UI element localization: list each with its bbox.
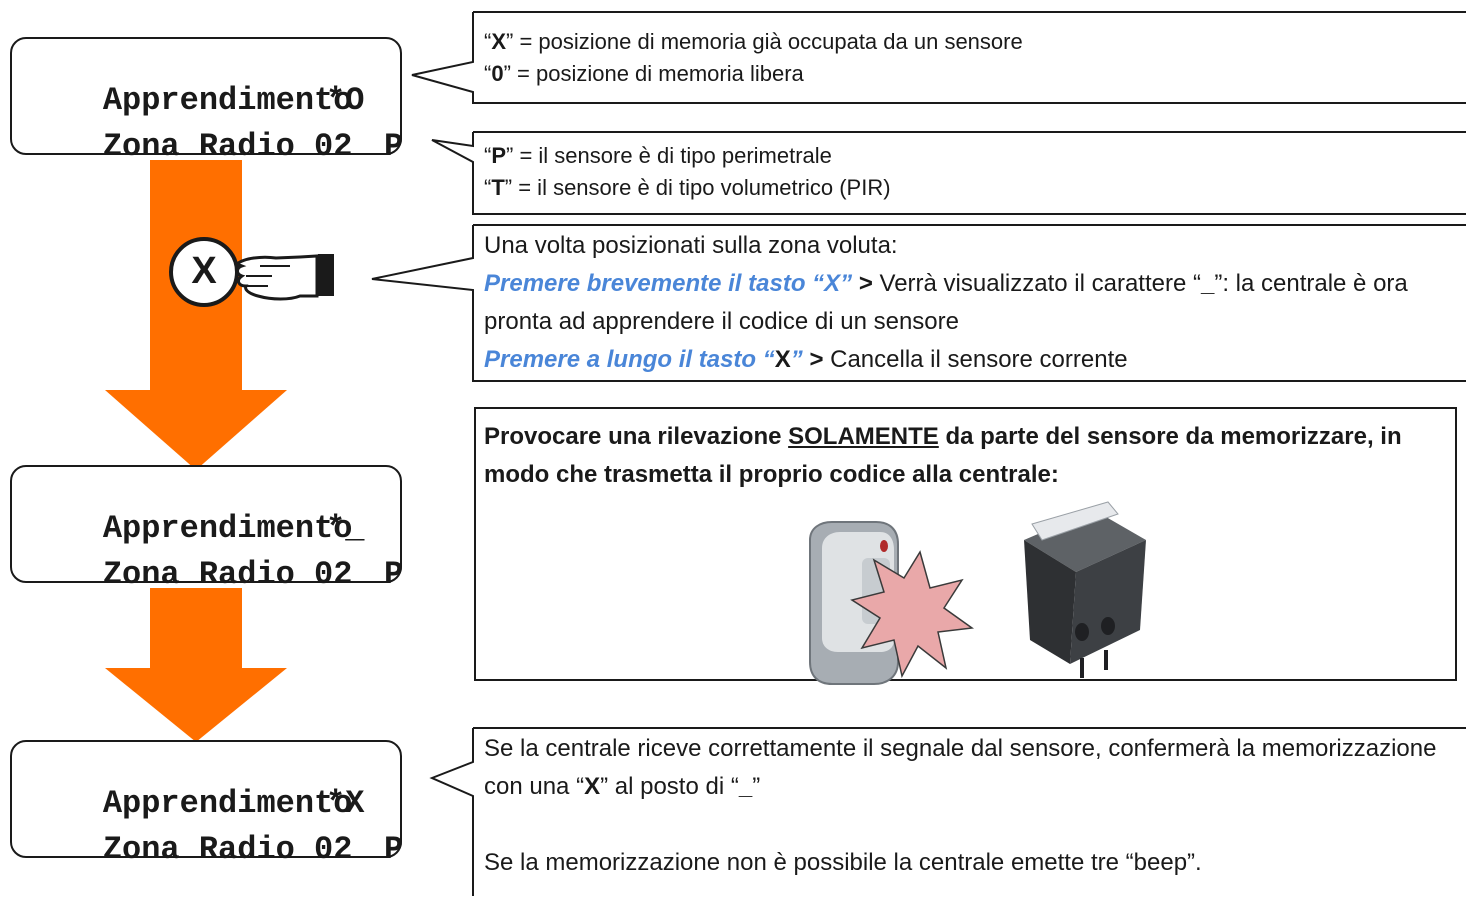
memory-free-row: “0” = posizione di memoria libera	[484, 61, 804, 86]
callout-result: Se la centrale riceve correttamente il s…	[484, 730, 1444, 882]
lcd-display-ready: Apprendimento*_ Zona Radio 02 P	[10, 465, 403, 591]
lcd-line2-text: Zona Radio 02	[102, 128, 353, 165]
callout-key-action: Una volta posizionati sulla zona voluta:…	[484, 227, 1444, 379]
callout-sensor-type: “P” = il sensore è di tipo perimetrale “…	[484, 140, 1444, 204]
sensor-perimeter-row: “P” = il sensore è di tipo perimetrale	[484, 143, 832, 168]
lcd-line2-text: Zona Radio 02	[102, 556, 353, 593]
callout-memory: “X” = posizione di memoria già occupata …	[484, 26, 1444, 90]
callout-trigger: Provocare una rilevazione SOLAMENTE da p…	[484, 423, 1402, 488]
lcd-line1-status: *O	[326, 82, 365, 119]
lcd-display-confirmed: Apprendimento*X Zona Radio 02 P	[10, 740, 403, 866]
flow-arrow-1	[105, 160, 287, 470]
short-press-instruction: Premere brevemente il tasto “X” > Verrà …	[484, 270, 1408, 335]
result-success: Se la centrale riceve correttamente il s…	[484, 735, 1437, 800]
lcd-line2-type: P	[384, 831, 404, 868]
callout-result-frame	[429, 727, 1466, 896]
lcd-display-initial: Apprendimento*O Zona Radio 02 P	[10, 37, 403, 163]
memory-occupied-row: “X” = posizione di memoria già occupata …	[484, 29, 1023, 54]
x-key-label: X	[191, 250, 217, 292]
lcd-line1-text: Apprendimento	[102, 785, 353, 822]
callout-key-action-frame	[371, 224, 1466, 382]
lcd-line1-text: Apprendimento	[102, 510, 353, 547]
lcd-line1-text: Apprendimento	[102, 82, 353, 119]
lcd-line1-status: *X	[326, 785, 365, 822]
sensor-volumetric-row: “T” = il sensore è di tipo volumetrico (…	[484, 175, 891, 200]
callout-memory-frame	[411, 11, 1466, 104]
emphasis-solamente: SOLAMENTE	[788, 423, 939, 450]
lcd-line2-text: Zona Radio 02	[102, 831, 353, 868]
lcd-line2-type: P	[384, 128, 404, 165]
flow-arrow-2	[105, 588, 287, 742]
contact-sensor-icon	[1024, 501, 1146, 678]
lcd-line2-type: P	[384, 556, 404, 593]
callout-trigger-frame	[474, 407, 1457, 681]
result-failure: Se la memorizzazione non è possibile la …	[484, 849, 1202, 876]
callout-sensor-type-frame	[431, 131, 1466, 215]
burst-icon	[850, 550, 975, 679]
key-action-intro: Una volta posizionati sulla zona voluta:	[484, 232, 898, 259]
lcd-line1-status: *_	[326, 510, 365, 547]
pointing-hand-icon	[234, 254, 334, 301]
long-press-instruction: Premere a lungo il tasto “X” > Cancella …	[484, 346, 1128, 373]
